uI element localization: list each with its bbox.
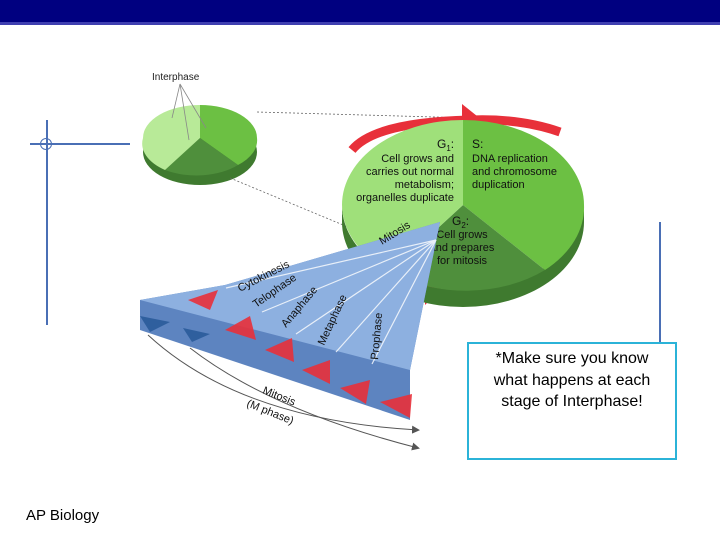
interphase-label: Interphase: [152, 72, 200, 83]
g1-line-3: metabolism;: [395, 179, 454, 191]
g2-title: G2:: [452, 214, 469, 230]
s-title: S:: [472, 137, 483, 151]
g2-line-1: Cell grows: [436, 229, 488, 241]
g1-line-1: Cell grows and: [381, 153, 454, 165]
interphase-callout: *Make sure you know what happens at each…: [467, 342, 677, 460]
g2-line-3: for mitosis: [437, 255, 488, 267]
g1-title: G1:: [437, 137, 454, 153]
s-line-2: and chromosome: [472, 166, 557, 178]
g2-line-2: and prepares: [430, 242, 495, 254]
s-line-3: duplication: [472, 179, 525, 191]
s-line-1: DNA replication: [472, 153, 548, 165]
g1-line-2: carries out normal: [366, 166, 454, 178]
footer-label: AP Biology: [26, 507, 99, 524]
g1-line-4: organelles duplicate: [356, 192, 454, 204]
